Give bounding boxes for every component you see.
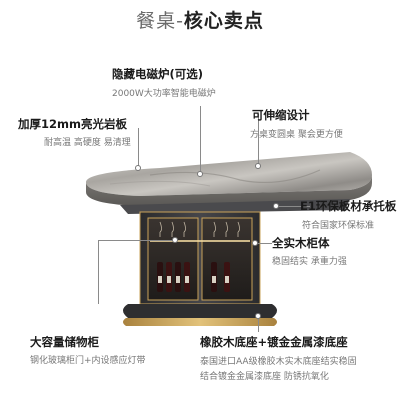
feature-storage-sub: 钢化玻璃柜门+内设感应灯带 — [30, 356, 146, 366]
dot-induction — [197, 171, 203, 177]
leader-induction — [200, 106, 201, 174]
title-light: 餐桌- — [136, 10, 184, 32]
support-board — [120, 199, 350, 214]
feature-board-sub: 符合国家环保标准 — [302, 221, 375, 231]
feature-frame-title: 全实木柜体 — [272, 236, 330, 250]
feature-extend-sub: 方桌变圆桌 聚会更方便 — [250, 130, 343, 140]
tabletop-edge — [86, 175, 372, 206]
dot-frame — [252, 240, 258, 246]
feature-frame-sub: 稳固结实 承重力强 — [272, 257, 347, 267]
leader-storage-h — [98, 240, 173, 241]
dot-storage — [172, 237, 178, 243]
leader-slab — [138, 128, 139, 168]
feature-board-title: E1环保板材承托板 — [300, 199, 397, 213]
wooden-base — [123, 304, 277, 318]
tabletop-surface — [86, 152, 372, 196]
feature-induction-title: 隐藏电磁炉(可选) — [112, 67, 204, 81]
feature-slab-title: 加厚12mm亮光岩板 — [18, 117, 127, 131]
title-bold: 核心卖点 — [183, 10, 264, 32]
feature-slab-sub: 耐高温 高硬度 易清理 — [44, 138, 131, 148]
marble-vein — [149, 169, 321, 184]
dot-board — [273, 203, 279, 209]
leader-base — [258, 316, 259, 332]
led-strip — [150, 240, 250, 242]
gold-base — [123, 318, 277, 326]
page-title: 餐桌-核心卖点 — [0, 6, 400, 33]
leader-board — [278, 206, 310, 207]
leader-frame — [256, 243, 272, 244]
feature-base-sub2: 结合镀金金属漆底座 防锈抗氧化 — [200, 372, 329, 382]
feature-induction-sub: 2000W大功率智能电磁炉 — [112, 89, 216, 99]
feature-extend-title: 可伸缩设计 — [252, 108, 310, 122]
wine-bottles — [157, 262, 230, 292]
wine-glasses — [159, 221, 240, 237]
feature-base-sub1: 泰国进口AA级橡胶木实木底座结实稳固 — [200, 357, 357, 367]
dot-slab — [135, 165, 141, 171]
marble-vein — [109, 180, 211, 187]
feature-base-title: 橡胶木底座+镀金金属漆底座 — [200, 335, 348, 349]
feature-storage-title: 大容量储物柜 — [30, 335, 99, 349]
leader-extend — [258, 114, 259, 166]
dot-extend — [255, 163, 261, 169]
dot-base — [255, 313, 261, 319]
leader-storage-v — [98, 240, 99, 304]
